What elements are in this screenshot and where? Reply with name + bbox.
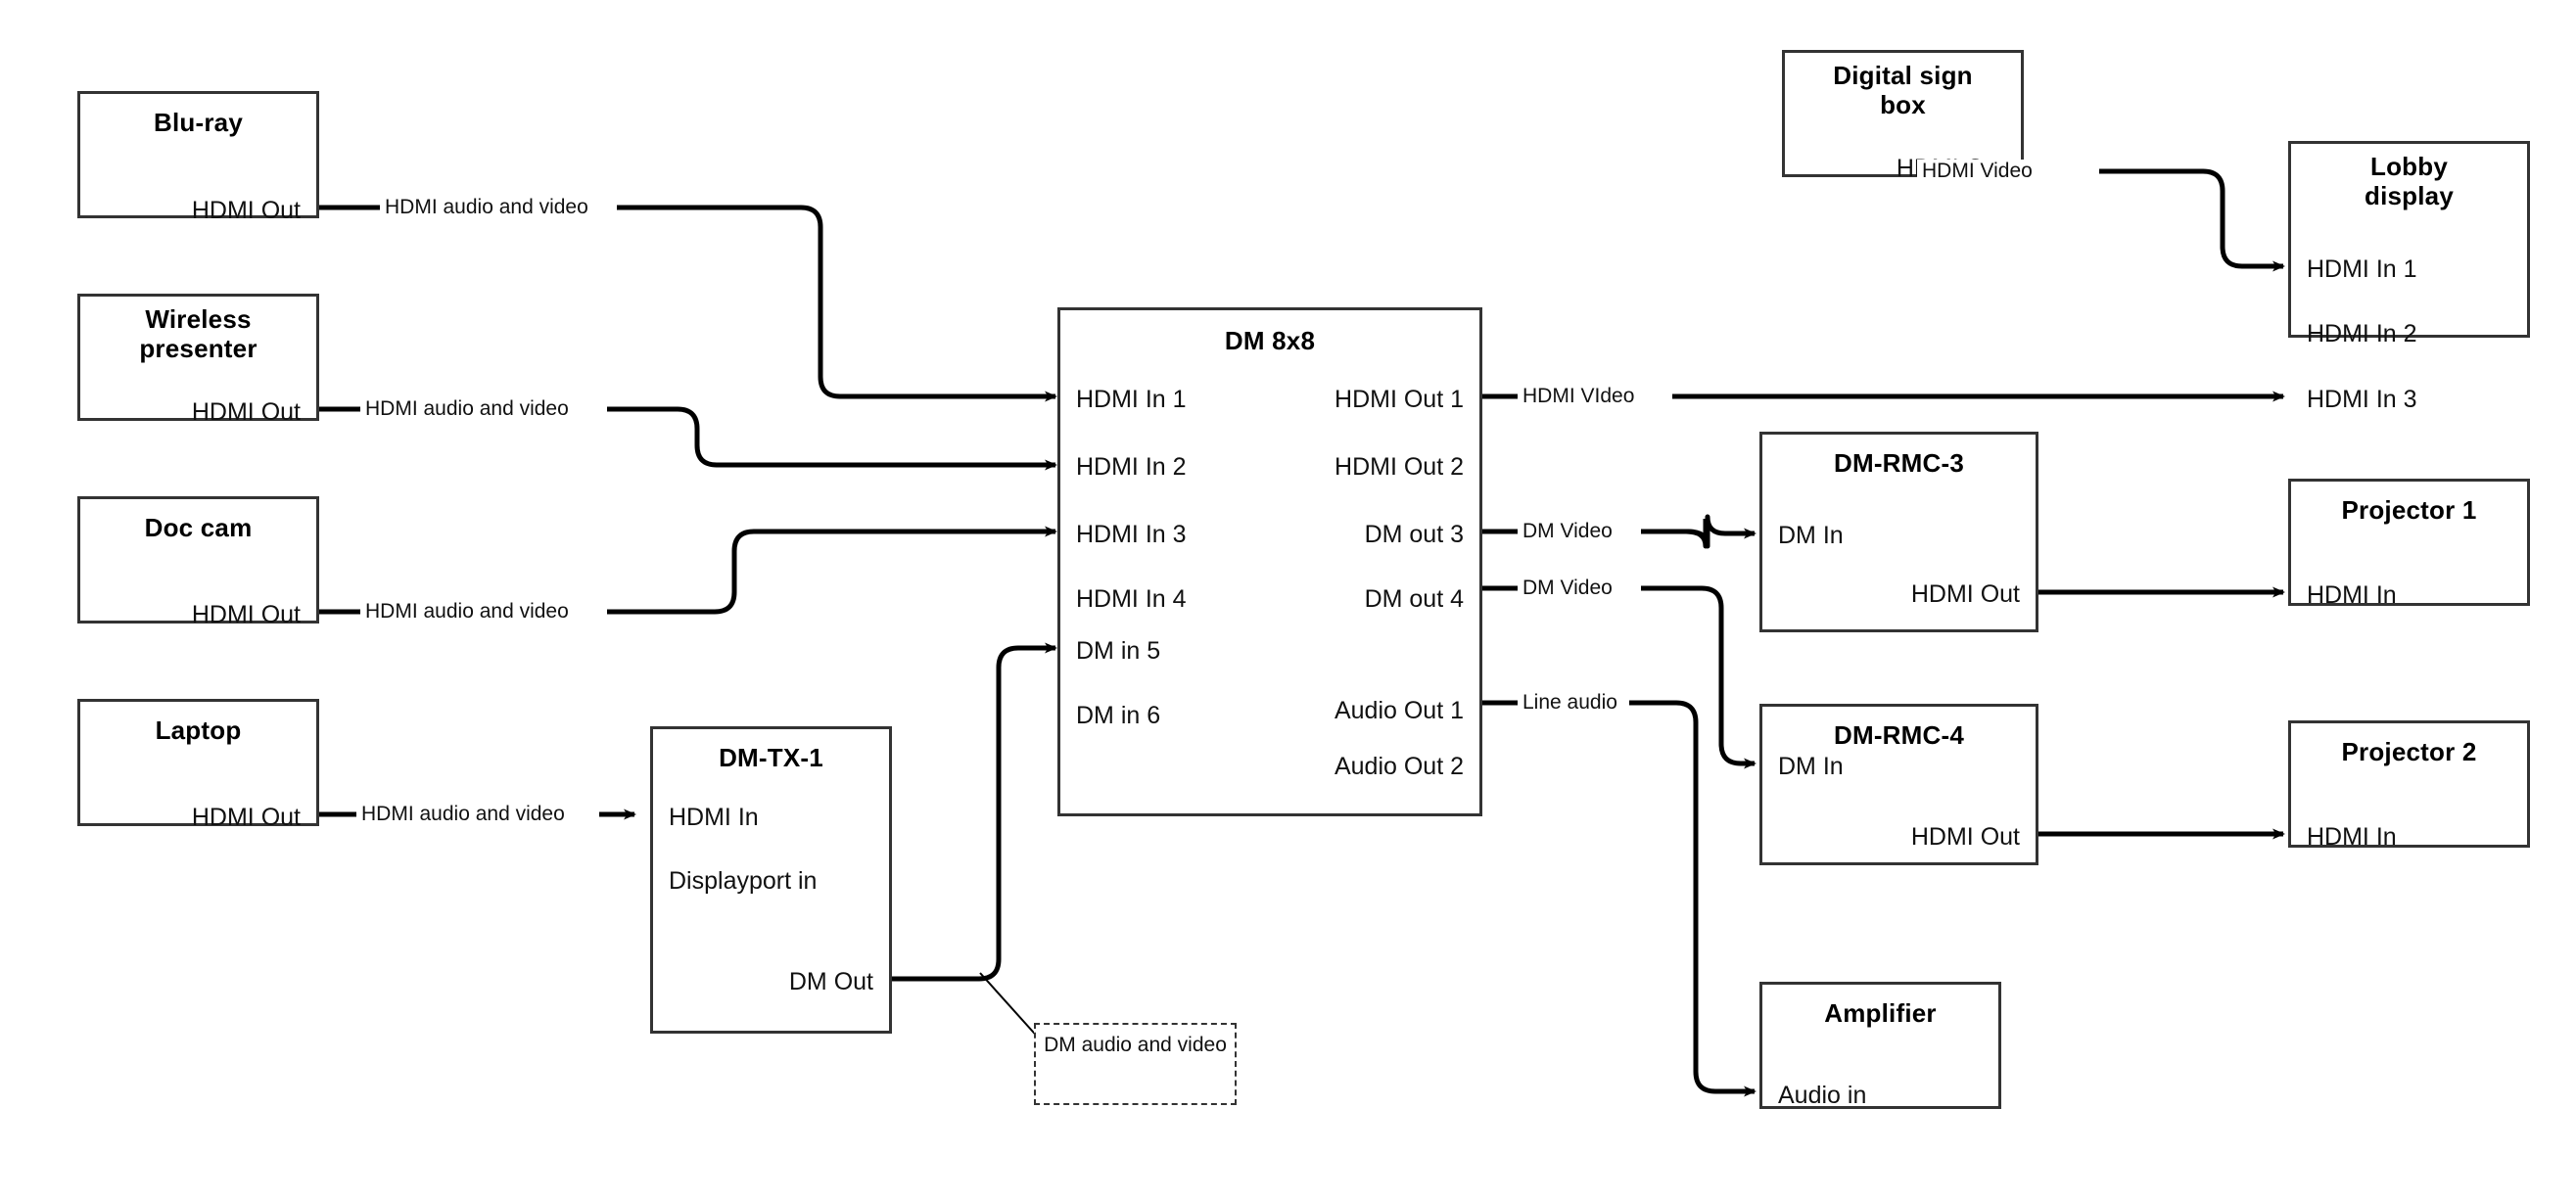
wire-dmtx1-to-dm-in-5: [892, 642, 1057, 982]
wire-label-bluray: HDMI audio and video: [380, 196, 593, 219]
wire-label-dm-out-4: DM Video: [1518, 577, 1617, 600]
node-doc-cam[interactable]: Doc cam HDMI Out: [77, 496, 319, 628]
node-wireless-presenter[interactable]: Wireless presenter HDMI Out: [77, 294, 319, 426]
node-laptop-title: Laptop: [155, 716, 242, 745]
wire-wireless-to-hdmi-in-2: [319, 406, 1055, 465]
port-dm8x8-dm-out-3[interactable]: DM out 3: [1364, 521, 1464, 548]
port-rmc4-hdmi-out[interactable]: HDMI Out: [1910, 823, 2020, 851]
port-dm8x8-audio-out-2[interactable]: Audio Out 2: [1334, 753, 1464, 780]
wire-dm-out-3-to-rmc3-end: [1641, 514, 1756, 549]
callout-leader-line: [979, 972, 1042, 1041]
node-dm-rmc-3[interactable]: DM-RMC-3 DM In HDMI Out: [1759, 432, 2038, 632]
port-dm8x8-hdmi-in-4[interactable]: HDMI In 4: [1076, 585, 1187, 613]
node-dm-rmc-4[interactable]: DM-RMC-4 DM In HDMI Out: [1759, 704, 2038, 865]
node-amplifier-title: Amplifier: [1824, 998, 1937, 1028]
node-bluray-title: Blu-ray: [154, 108, 243, 137]
node-projector-1[interactable]: Projector 1 HDMI In: [2288, 479, 2530, 609]
node-dm-tx-1[interactable]: DM-TX-1 HDMI In Displayport in DM Out: [650, 726, 892, 1034]
node-projector-1-title: Projector 1: [2341, 495, 2477, 525]
port-lobby-hdmi-in-2[interactable]: HDMI In 2: [2307, 320, 2417, 347]
port-projector2-hdmi-in[interactable]: HDMI In: [2307, 823, 2397, 851]
wire-label-doccam: HDMI audio and video: [360, 600, 574, 624]
node-dm-8x8[interactable]: DM 8x8 HDMI In 1 HDMI In 2 HDMI In 3 HDM…: [1057, 307, 1482, 816]
port-dmtx1-displayport-in[interactable]: Displayport in: [669, 867, 818, 895]
node-dm-rmc-4-title: DM-RMC-4: [1833, 720, 1965, 750]
wire-doccam-to-hdmi-in-3: [319, 531, 1055, 615]
wire-label-laptop: HDMI audio and video: [356, 803, 570, 826]
wire-audio-out-1-to-amplifier: [1478, 700, 1755, 1091]
port-dm8x8-hdmi-out-1[interactable]: HDMI Out 1: [1335, 386, 1464, 413]
port-dmtx1-dm-out[interactable]: DM Out: [788, 968, 873, 995]
wire-signbox-to-lobby-in-1: [1858, 168, 2283, 266]
wire-label-signbox-to-lobby: HDMI Video: [1917, 160, 2037, 183]
wire-dm-out-4-to-rmc4: [1478, 585, 1755, 763]
callout-dm-audio-and-video: DM audio and video: [1034, 1023, 1237, 1105]
node-doc-cam-title: Doc cam: [144, 513, 253, 542]
port-dm8x8-dm-in-5[interactable]: DM in 5: [1076, 637, 1161, 665]
port-projector1-hdmi-in[interactable]: HDMI In: [2307, 581, 2397, 609]
port-amplifier-audio-in[interactable]: Audio in: [1778, 1082, 1867, 1109]
port-bluray-hdmi-out[interactable]: HDMI Out: [191, 197, 301, 224]
node-projector-2[interactable]: Projector 2 HDMI In: [2288, 720, 2530, 851]
node-bluray[interactable]: Blu-ray HDMI Out: [77, 91, 319, 224]
node-lobby-display-title: Lobby display: [2365, 152, 2454, 210]
port-dm8x8-hdmi-in-3[interactable]: HDMI In 3: [1076, 521, 1187, 548]
node-dm-8x8-title: DM 8x8: [1224, 326, 1316, 355]
port-lobby-hdmi-in-3[interactable]: HDMI In 3: [2307, 386, 2417, 413]
port-rmc4-dm-in[interactable]: DM In: [1778, 753, 1844, 780]
node-amplifier[interactable]: Amplifier Audio in: [1759, 982, 2001, 1109]
node-lobby-display[interactable]: Lobby display HDMI In 1 HDMI In 2 HDMI I…: [2288, 141, 2530, 413]
port-laptop-hdmi-out[interactable]: HDMI Out: [191, 804, 301, 831]
port-dm8x8-hdmi-in-2[interactable]: HDMI In 2: [1076, 453, 1187, 481]
node-digital-sign-box[interactable]: Digital sign box HDMI Out: [1782, 50, 2024, 182]
node-projector-2-title: Projector 2: [2341, 737, 2477, 766]
wire-label-dm-out-3: DM Video: [1518, 520, 1617, 543]
port-rmc3-hdmi-out[interactable]: HDMI Out: [1910, 580, 2020, 608]
node-laptop[interactable]: Laptop HDMI Out: [77, 699, 319, 831]
port-dm8x8-audio-out-1[interactable]: Audio Out 1: [1334, 697, 1464, 724]
node-dm-tx-1-title: DM-TX-1: [719, 743, 823, 772]
port-dm8x8-dm-out-4[interactable]: DM out 4: [1364, 585, 1464, 613]
node-dm-rmc-3-title: DM-RMC-3: [1833, 448, 1965, 478]
port-dmtx1-hdmi-in[interactable]: HDMI In: [669, 804, 759, 831]
port-rmc3-dm-in[interactable]: DM In: [1778, 522, 1844, 549]
port-lobby-hdmi-in-1[interactable]: HDMI In 1: [2307, 255, 2417, 283]
node-wireless-presenter-title: Wireless presenter: [139, 304, 258, 363]
port-doccam-hdmi-out[interactable]: HDMI Out: [191, 601, 301, 628]
wire-bluray-to-hdmi-in-1: [319, 205, 1055, 396]
wire-label-audio-out-1: Line audio: [1518, 691, 1622, 715]
port-dm8x8-hdmi-in-1[interactable]: HDMI In 1: [1076, 386, 1187, 413]
wire-label-hdmi-out-1: HDMI VIdeo: [1518, 385, 1640, 408]
wire-label-wireless: HDMI audio and video: [360, 397, 574, 421]
port-dm8x8-dm-in-6[interactable]: DM in 6: [1076, 702, 1161, 729]
port-dm8x8-hdmi-out-2[interactable]: HDMI Out 2: [1335, 453, 1464, 481]
port-wireless-hdmi-out[interactable]: HDMI Out: [191, 398, 301, 426]
callout-dm-audio-and-video-text: DM audio and video: [1044, 1034, 1227, 1056]
node-digital-sign-box-title: Digital sign box: [1833, 61, 1973, 119]
